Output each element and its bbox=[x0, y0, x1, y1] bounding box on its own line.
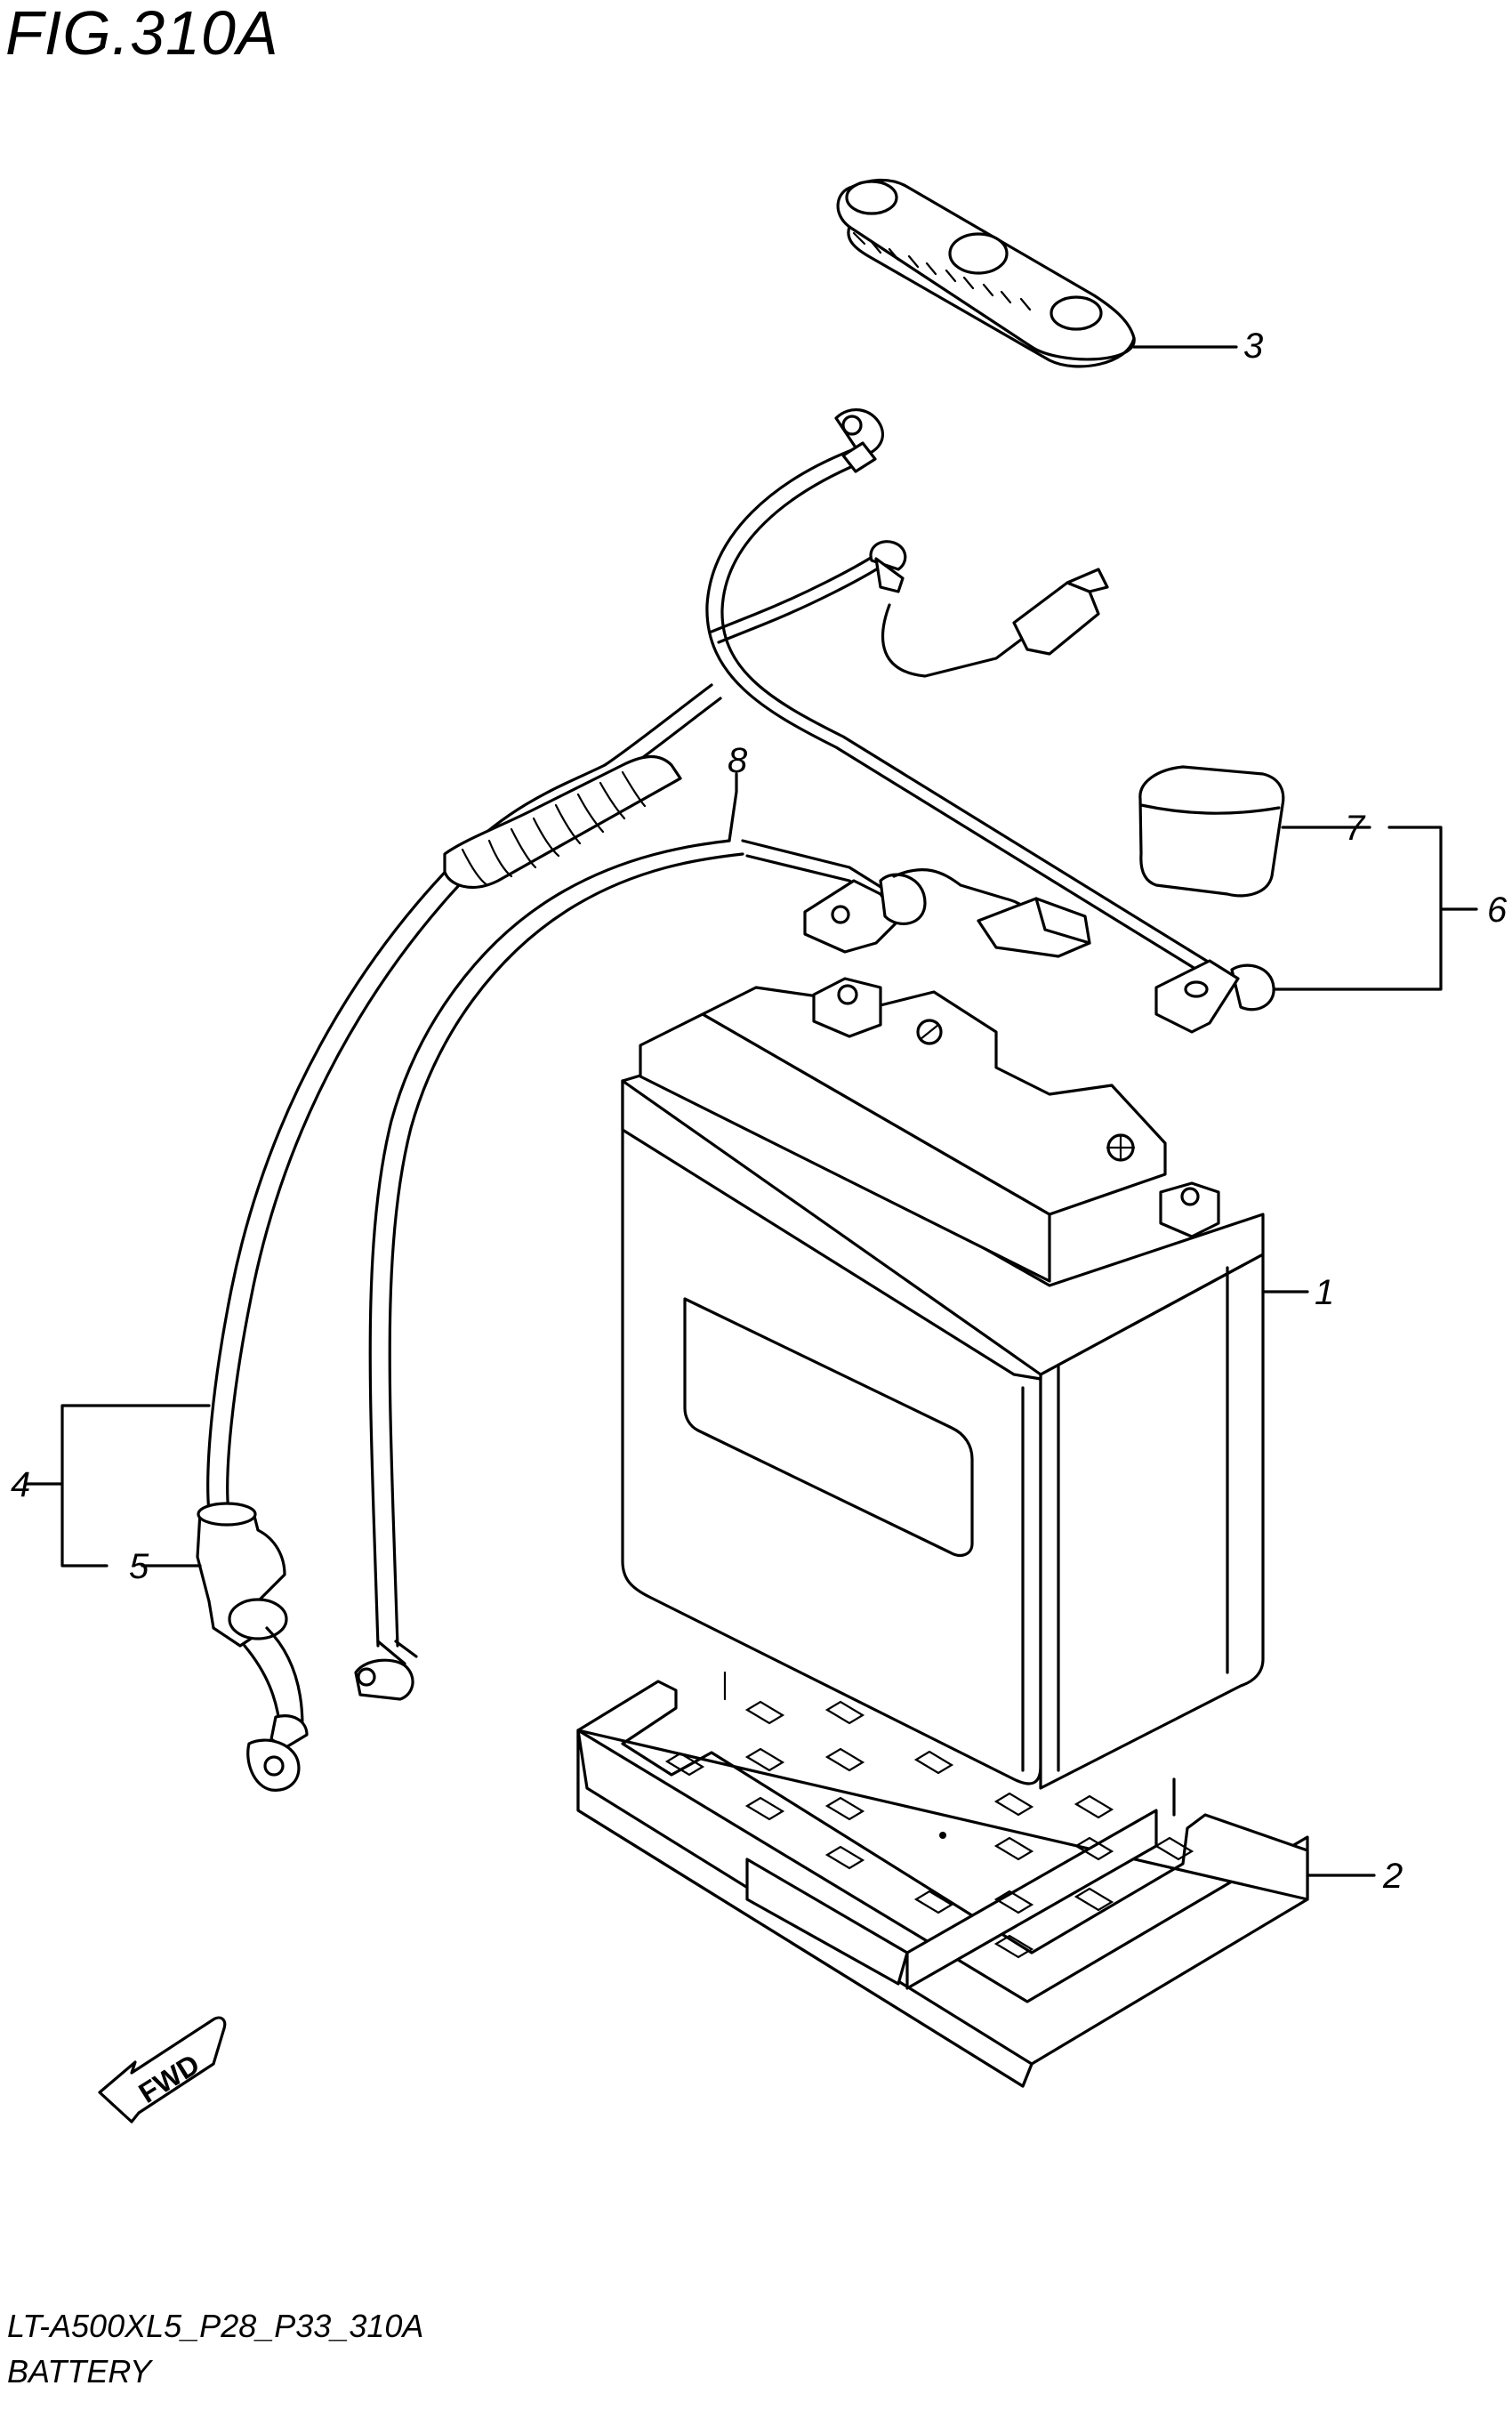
callout-2: 2 bbox=[1382, 1857, 1403, 1896]
drawing-code: LT-A500XL5_P28_P33_310A bbox=[7, 2308, 424, 2344]
terminal-cap-icon[interactable] bbox=[1138, 765, 1371, 898]
terminal-cover-strip-icon[interactable] bbox=[836, 178, 1238, 368]
battery-icon[interactable] bbox=[621, 977, 1309, 1790]
figure-title: FIG.310A bbox=[5, 0, 279, 68]
callout-5: 5 bbox=[129, 1547, 149, 1586]
cable-boot-icon[interactable] bbox=[196, 1502, 309, 1792]
callout-1: 1 bbox=[1315, 1273, 1334, 1312]
positive-cable-icon[interactable] bbox=[705, 407, 1478, 1034]
callout-8: 8 bbox=[728, 741, 748, 780]
fwd-arrow-icon: FWD bbox=[98, 2016, 227, 2124]
callout-6: 6 bbox=[1487, 891, 1508, 930]
callout-4: 4 bbox=[11, 1465, 30, 1504]
battery-tray-icon[interactable] bbox=[576, 1671, 1376, 2088]
section-name: BATTERY bbox=[7, 2353, 152, 2390]
callout-3: 3 bbox=[1243, 326, 1263, 366]
negative-cable-icon[interactable] bbox=[206, 683, 722, 1514]
lead-wire-icon[interactable] bbox=[354, 540, 1109, 1701]
bracket-4-5 bbox=[25, 1404, 211, 1568]
callout-7: 7 bbox=[1345, 809, 1366, 848]
